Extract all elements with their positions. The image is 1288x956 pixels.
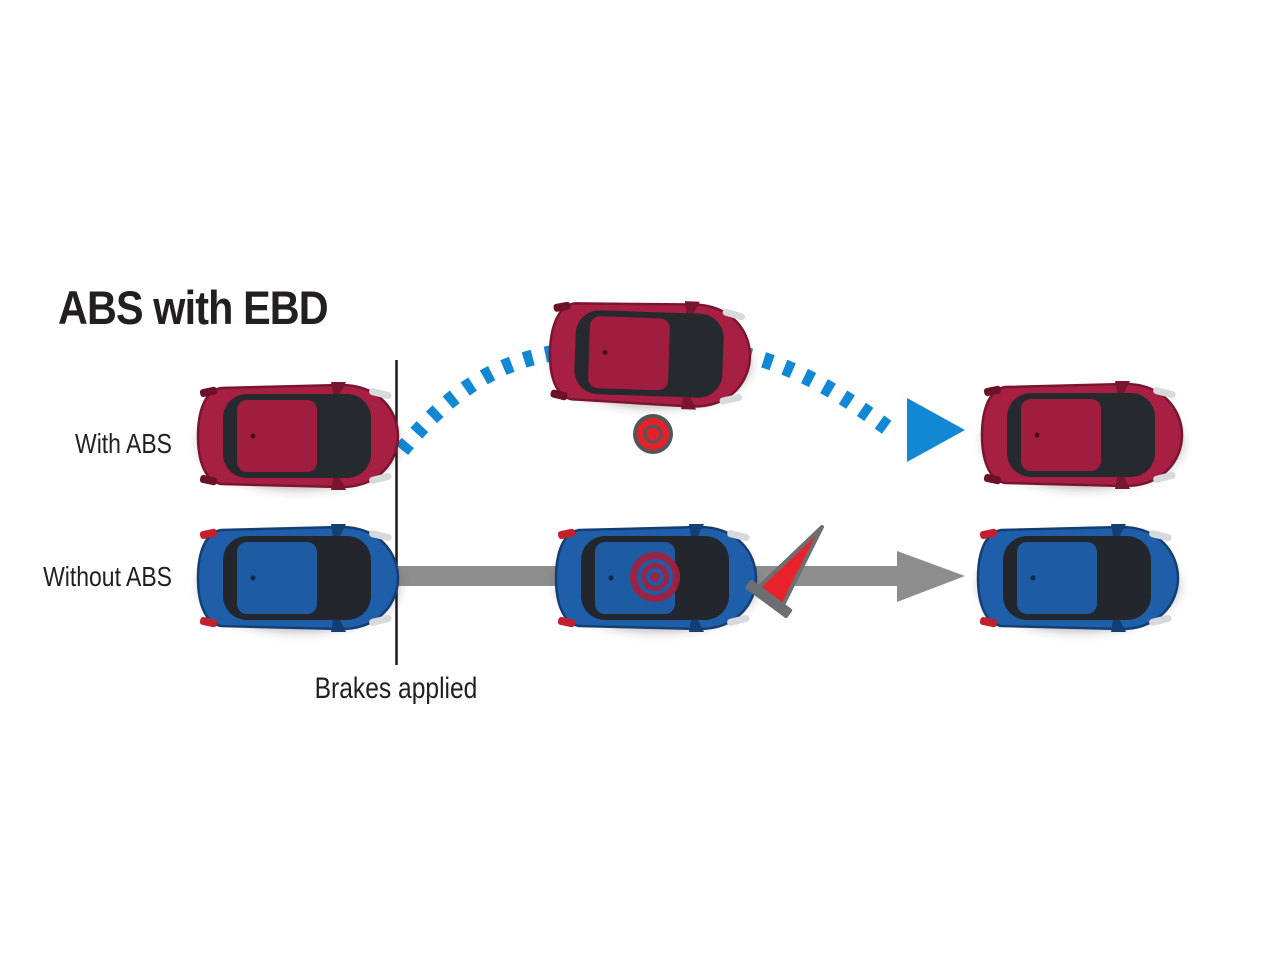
red-car-end (982, 381, 1183, 489)
impact-rings-icon (630, 552, 680, 602)
blue-car-end (978, 524, 1179, 632)
fallen-traffic-cone-icon (745, 525, 824, 619)
blue-car-start (198, 524, 399, 632)
row-label-without-abs: Without ABS (43, 561, 172, 592)
row-label-with-abs: With ABS (75, 428, 172, 459)
red-car-start (198, 382, 399, 490)
red-car-swerving (548, 297, 753, 412)
obstacle-target-icon (633, 414, 673, 454)
brakes-applied-label: Brakes applied (314, 672, 478, 705)
page-title: ABS with EBD (58, 281, 329, 334)
abs-path-arrowhead-icon (907, 398, 965, 462)
